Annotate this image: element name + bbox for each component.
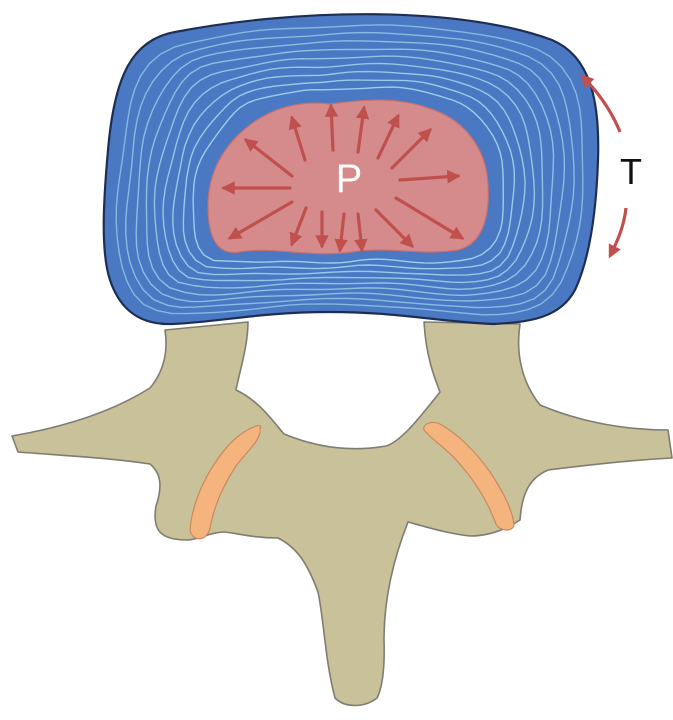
vertebra-bone [12, 322, 672, 706]
tension-arrow-down [610, 208, 626, 256]
pressure-arrow [331, 106, 333, 150]
nucleus-label: P [336, 157, 363, 201]
tension-label: T [620, 151, 642, 192]
